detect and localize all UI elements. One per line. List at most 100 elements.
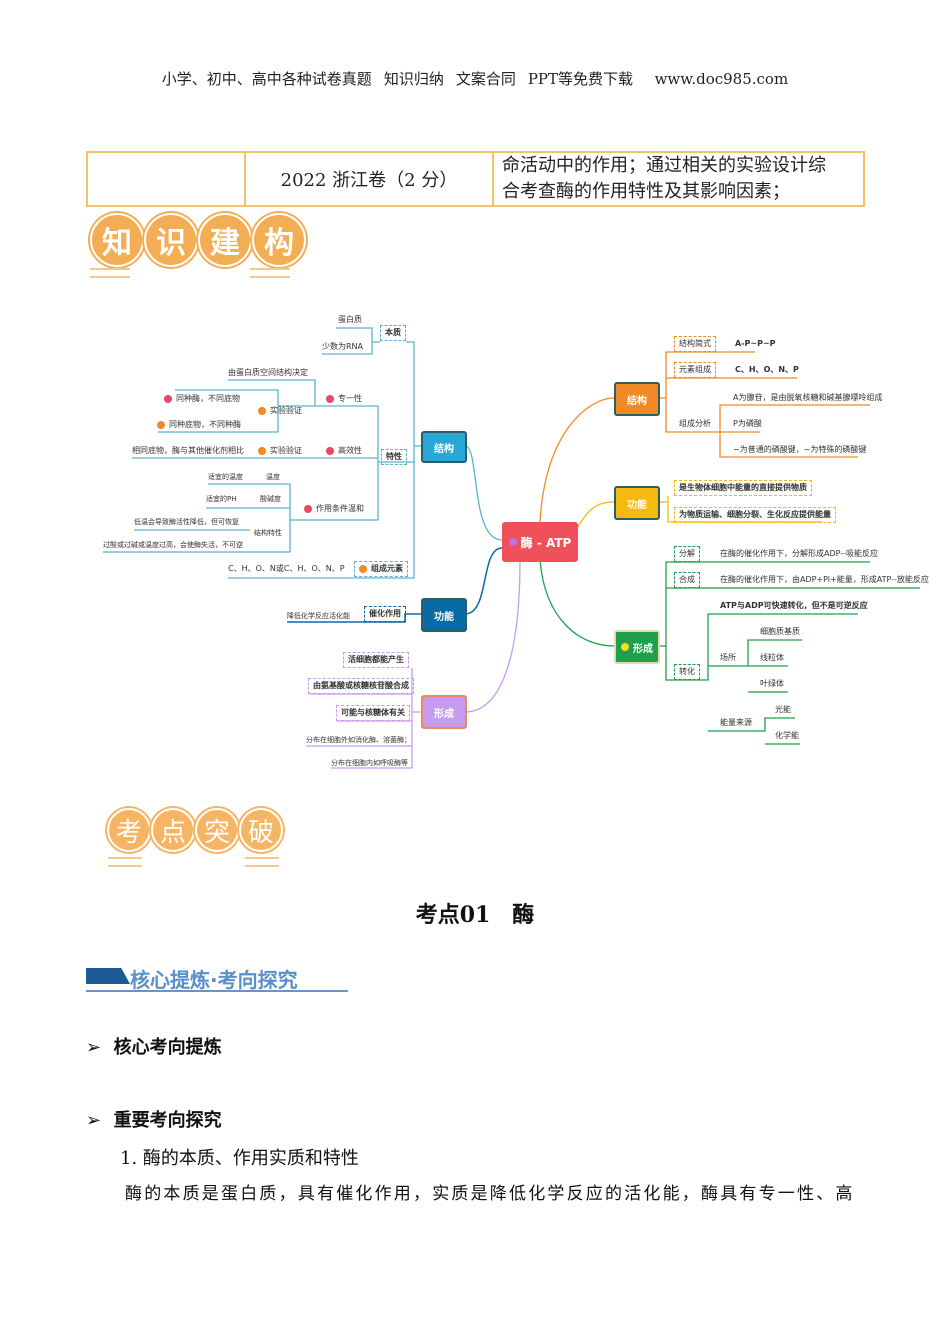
center-icon xyxy=(508,538,517,546)
node-text: 细胞质基质 xyxy=(760,627,800,636)
banner-char: 破 xyxy=(239,808,283,852)
label: 形成 xyxy=(633,643,653,655)
node-box: 转化 xyxy=(674,664,700,680)
banner-char: 知 xyxy=(90,213,144,267)
banner-char: 点 xyxy=(151,808,195,852)
banner-divider xyxy=(250,268,290,278)
node-text: 线粒体 xyxy=(760,653,784,662)
node-text: 低温会导致酶活性降低，但可恢复 xyxy=(134,518,239,526)
label: 功能 xyxy=(627,499,647,511)
number-2-icon xyxy=(157,420,165,429)
node-text: C、H、O、N、P xyxy=(735,365,799,374)
node-enzyme-formation: 形成 xyxy=(421,695,467,729)
banner-knowledge-structure: 知 识 建 构 xyxy=(90,213,306,267)
node-box: 结构简式 xyxy=(674,336,716,352)
node-text: 分布在细胞外如消化酶、溶菌酶； xyxy=(306,736,411,744)
node-box: 活细胞都能产生 xyxy=(343,652,409,668)
banner-char: 考 xyxy=(107,808,151,852)
label: 结构 xyxy=(434,443,454,455)
bullet-heading: ➢ 核心考向提炼 xyxy=(86,1037,222,1058)
node-box: 由氨基酸或核糖核苷酸合成 xyxy=(308,678,414,694)
label: 同种酶，不同底物 xyxy=(176,394,240,403)
label: 结构 xyxy=(627,395,647,407)
header-text: 知识归纳 xyxy=(383,70,444,88)
node-text: A-P~P~P xyxy=(735,339,776,348)
node-box: 是生物体细胞中能量的直接提供物质 xyxy=(674,480,812,496)
node-text: 在酶的催化作用下，由ADP+Pi+能量，形成ATP--放能反应 xyxy=(720,575,929,584)
node-text: 适宜的PH xyxy=(206,495,237,503)
node-text: C、H、O、N或C、H、O、N、P xyxy=(228,564,345,573)
banner-exam-points: 考 点 突 破 xyxy=(107,808,283,852)
node-enzyme-function: 功能 xyxy=(421,598,467,632)
node-atp-function: 功能 xyxy=(614,486,660,520)
node-text: 酸碱度 xyxy=(260,495,281,503)
subheading: 1. 酶的本质、作用实质和特性 xyxy=(120,1148,359,1169)
node-atp-formation: 形成 xyxy=(614,630,660,664)
node-efficiency: 高效性 xyxy=(326,445,362,457)
mind-map-lines xyxy=(103,327,920,769)
label: 组成元素 xyxy=(371,564,403,573)
node-text: P为磷酸 xyxy=(733,419,762,428)
node-box-catalysis: 催化作用 xyxy=(364,606,406,622)
node-atp-structure: 结构 xyxy=(614,382,660,416)
desc-line: 命活动中的作用；通过相关的实验设计综 xyxy=(502,155,826,176)
node-box: 元素组成 xyxy=(674,362,716,378)
desc-line: 合考查酶的作用特性及其影响因素； xyxy=(502,181,790,202)
node-box: 可能与核糖体有关 xyxy=(336,705,410,721)
bullet-icon xyxy=(326,446,334,455)
node-experiment: 实验验证 xyxy=(258,405,302,417)
node-text: 场所 xyxy=(720,653,736,662)
node-text: 分布在细胞内如呼吸酶等 xyxy=(331,759,408,767)
section-banner-text: 核心提炼·考向探究 xyxy=(130,968,298,992)
node-text: 少数为RNA xyxy=(322,342,364,351)
table-cell-exam: 2022 浙江卷（2 分） xyxy=(244,151,494,207)
paragraph: 酶的本质是蛋白质，具有催化作用，实质是降低化学反应的活化能，酶具有专一性、高 xyxy=(125,1184,855,1204)
banner-char: 构 xyxy=(252,213,306,267)
node-text: 组成分析 xyxy=(679,419,711,428)
arrow-icon xyxy=(258,406,266,415)
node-text: 结构特性 xyxy=(254,529,282,537)
label: 同种底物，不同种酶 xyxy=(169,420,241,429)
node-box-elements: 组成元素 xyxy=(354,561,408,577)
header-link[interactable]: www.doc985.com xyxy=(654,70,789,88)
node-text: 光能 xyxy=(775,705,791,714)
node-center: 酶 - ATP xyxy=(502,522,578,562)
bullet-icon xyxy=(326,394,334,403)
node-text: 同种底物，不同种酶 xyxy=(157,419,241,431)
label: 重要考向探究 xyxy=(113,1110,222,1131)
header-text: 文案合同 xyxy=(455,70,516,88)
node-text: 能量来源 xyxy=(720,718,752,727)
banner-divider xyxy=(108,857,142,867)
node-text: −为普通的磷酸键，~为特殊的磷酸键 xyxy=(733,445,867,454)
label: 功能 xyxy=(434,611,454,623)
magnifier-icon xyxy=(621,643,629,651)
section-banner: 核心提炼·考向探究 xyxy=(86,964,348,992)
arrow-icon xyxy=(258,446,266,455)
banner-divider xyxy=(245,857,279,867)
label: 酶 - ATP xyxy=(520,535,572,550)
label: 作用条件温和 xyxy=(316,504,364,513)
node-text: 过酸或过碱或温度过高，会使酶失活，不可逆 xyxy=(103,541,243,549)
node-text: 化学能 xyxy=(775,731,799,740)
banner-char: 建 xyxy=(198,213,252,267)
node-text: 在酶的催化作用下，分解形成ADP--吸能反应 xyxy=(720,549,879,558)
node-text: 适宜的温度 xyxy=(208,473,243,481)
node-box: 分解 xyxy=(674,546,700,562)
bullet-icon xyxy=(304,504,312,513)
node-box: 合成 xyxy=(674,572,700,588)
header-text: PPT等免费下载 xyxy=(527,70,634,88)
node-experiment: 实验验证 xyxy=(258,445,302,457)
node-mild: 作用条件温和 xyxy=(304,503,364,515)
banner-char: 突 xyxy=(195,808,239,852)
node-text: 降低化学反应活化能 xyxy=(287,612,350,620)
label: 核心考向提炼 xyxy=(113,1037,222,1058)
node-text: 由蛋白质空间结构决定 xyxy=(228,368,308,377)
table-cell xyxy=(86,151,246,207)
node-text: 叶绿体 xyxy=(760,679,784,688)
node-enzyme-structure: 结构 xyxy=(421,431,467,463)
node-text: 同种酶，不同底物 xyxy=(164,393,240,405)
node-text: 相同底物，酶与其他催化剂相比 xyxy=(132,446,244,455)
bullet-heading: ➢ 重要考向探究 xyxy=(86,1110,222,1131)
label: 高效性 xyxy=(338,446,362,455)
